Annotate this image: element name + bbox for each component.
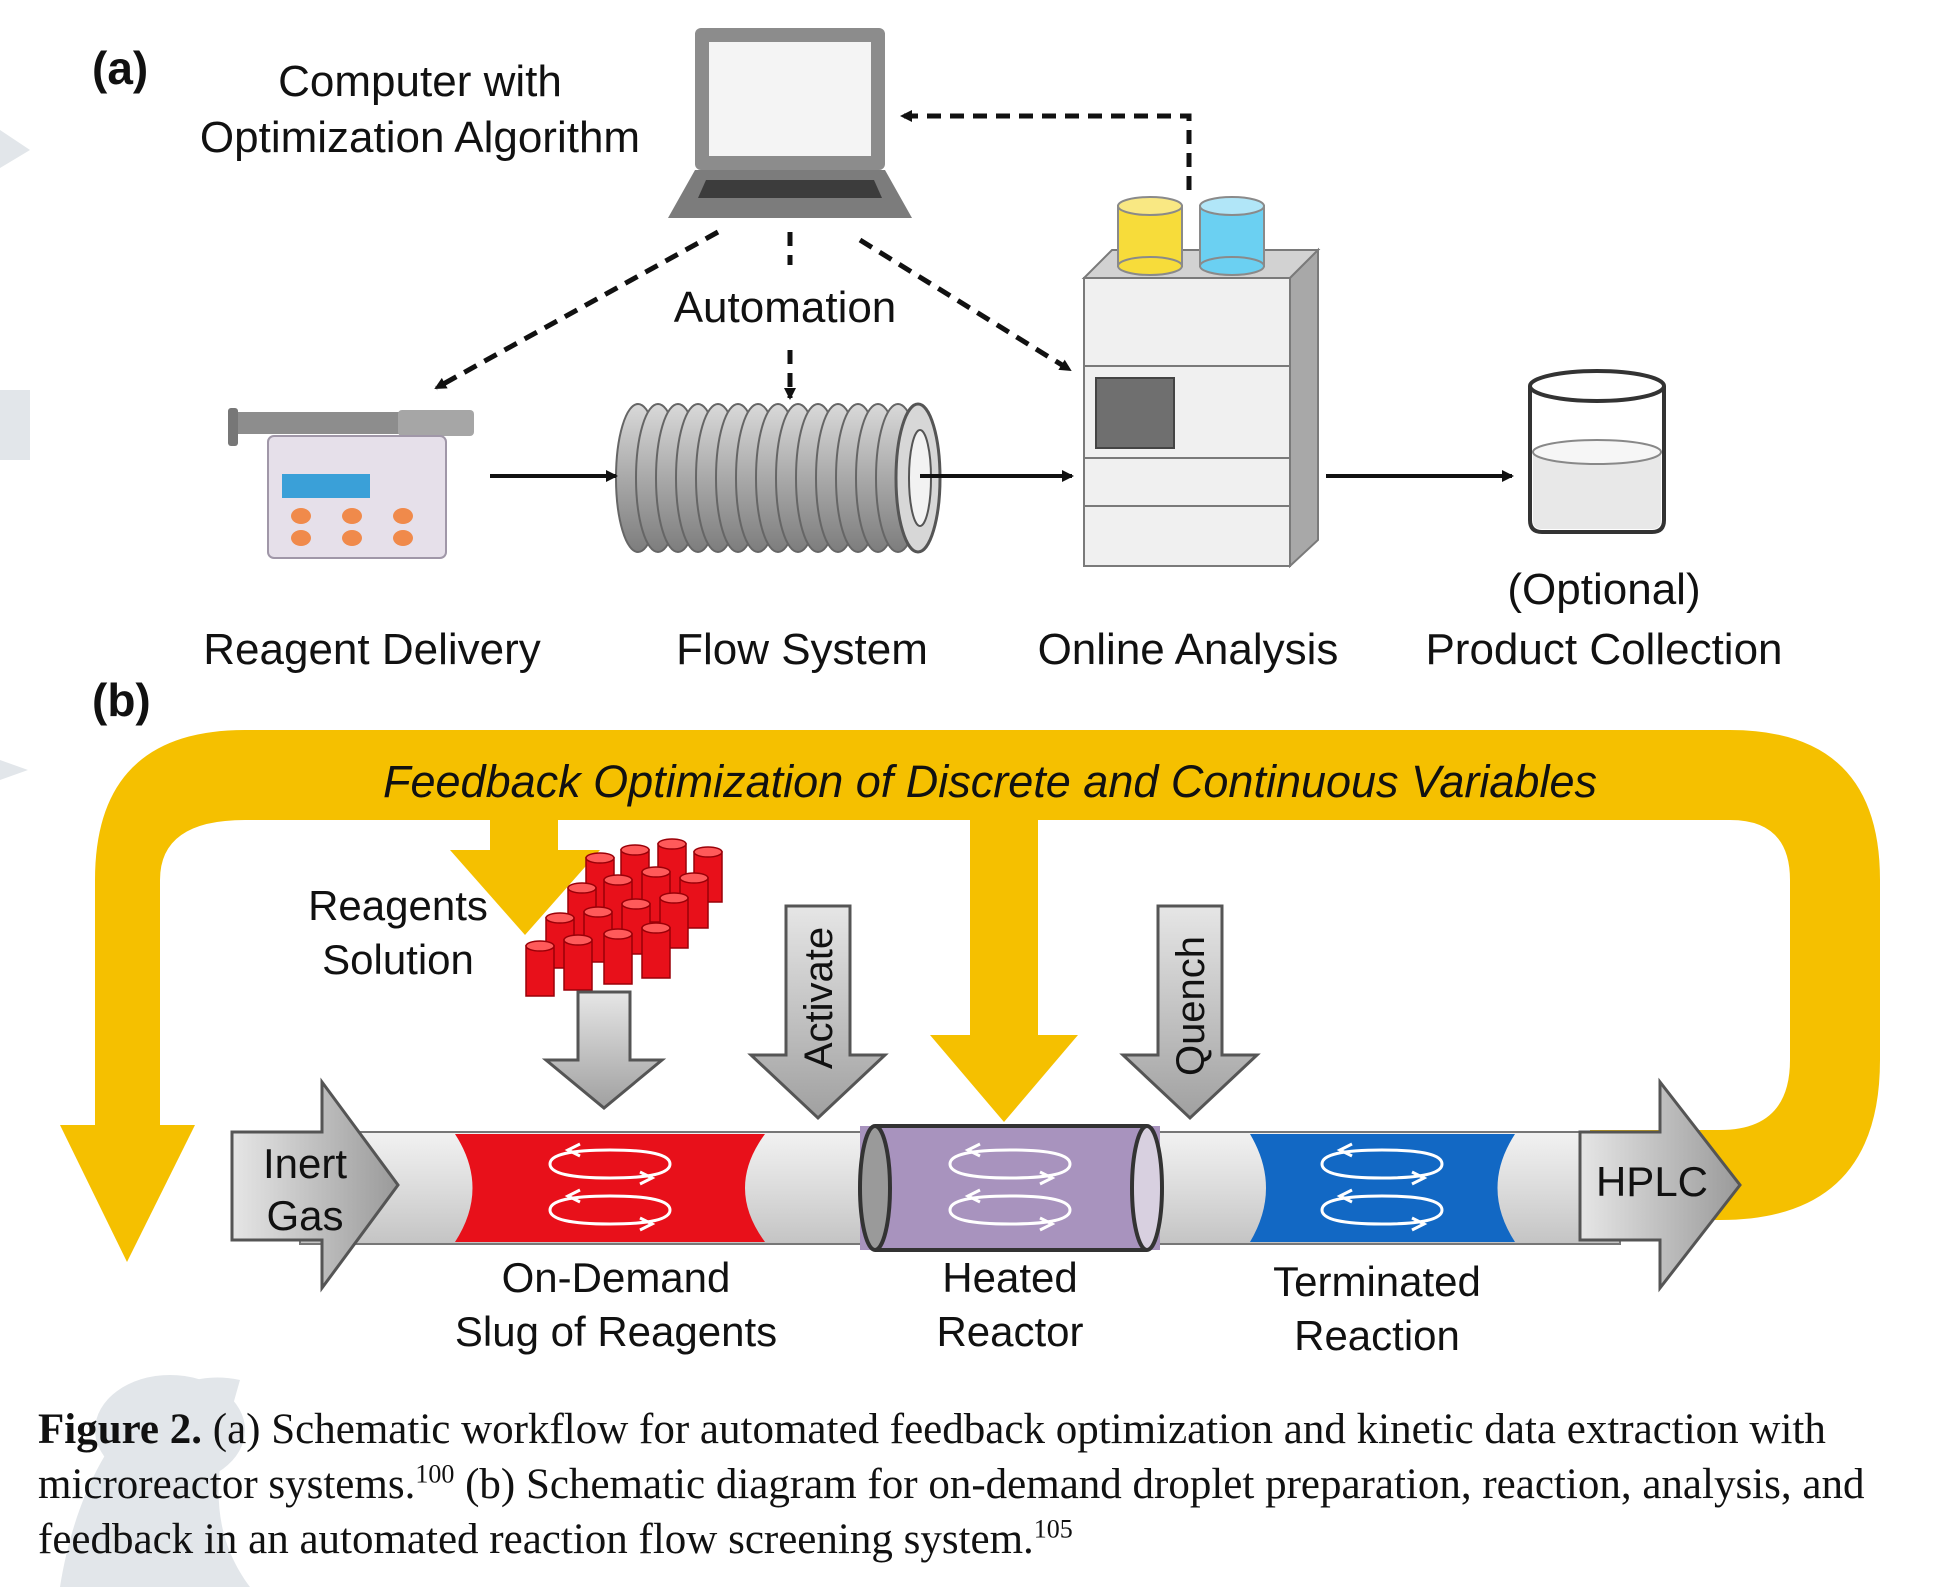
figure-caption: Figure 2. (a) Schematic workflow for aut… <box>38 1402 1928 1567</box>
quench-label: Quench <box>1169 936 1213 1076</box>
feedback-title: Feedback Optimization of Discrete and Co… <box>383 756 1597 807</box>
caption-ref-1: 100 <box>415 1459 455 1489</box>
terminated-slug <box>1250 1134 1515 1242</box>
inert-gas-arrow <box>230 1077 400 1293</box>
page-watermark <box>0 130 250 1587</box>
mixing-loop <box>548 1188 672 1232</box>
online-analyzer-icon <box>1081 196 1321 569</box>
reagent-vial <box>563 934 593 991</box>
syringe-pump-icon <box>228 408 474 559</box>
terminated-label-line2: Reaction <box>1294 1312 1460 1359</box>
caption-ref-2: 105 <box>1033 1514 1073 1544</box>
hplc-arrow <box>1578 1077 1742 1293</box>
mixing-flow-glyphs <box>548 1142 1444 1232</box>
reagents-label-line2: Solution <box>322 936 474 983</box>
collection-beaker-icon <box>1528 369 1666 534</box>
mixing-loop <box>1320 1188 1444 1232</box>
laptop-icon <box>668 28 912 218</box>
activate-arrow <box>747 904 889 1121</box>
collection-label-line2: Product Collection <box>1425 625 1782 674</box>
mixing-loop <box>948 1142 1072 1186</box>
caption-figure-label: Figure 2. <box>38 1406 203 1453</box>
slug-label-line2: Slug of Reagents <box>455 1308 777 1355</box>
flow-coil-icon <box>615 402 942 554</box>
mixing-loop <box>948 1188 1072 1232</box>
reagent-vials-icon <box>525 838 723 997</box>
caption-text-part2: (b) Schematic diagram for on-demand drop… <box>38 1461 1865 1563</box>
reagent-vial <box>525 940 555 997</box>
reagent-vial <box>603 928 633 985</box>
caption-text-part1: (a) Schematic workflow for automated fee… <box>38 1406 1826 1508</box>
computer-label-line1: Computer with <box>278 57 562 106</box>
hplc-label: HPLC <box>1596 1158 1708 1205</box>
heated-label-line1: Heated <box>942 1254 1077 1301</box>
step-label-flow-system: Flow System <box>676 625 928 674</box>
reagents-label-line1: Reagents <box>308 882 488 929</box>
inert-label-line1: Inert <box>263 1140 347 1187</box>
terminated-label-line1: Terminated <box>1273 1258 1481 1305</box>
panel-a-label: (a) <box>92 42 148 94</box>
automation-dashed-arrows <box>434 110 1192 400</box>
mixing-loop <box>548 1142 672 1186</box>
heated-reactor <box>858 1124 1164 1252</box>
inert-label-line2: Gas <box>266 1192 343 1239</box>
panel-b-label: (b) <box>92 674 151 726</box>
computer-label-line2: Optimization Algorithm <box>200 113 640 162</box>
quench-arrow <box>1119 904 1261 1121</box>
activate-label: Activate <box>797 927 841 1069</box>
collection-label-line1: (Optional) <box>1507 565 1700 614</box>
reagent-slug <box>455 1134 765 1242</box>
reagent-vial <box>641 922 671 979</box>
slug-label-line1: On-Demand <box>502 1254 731 1301</box>
heated-label-line2: Reactor <box>936 1308 1083 1355</box>
mixing-loop <box>1320 1142 1444 1186</box>
reagent-inflow-arrow <box>541 990 667 1110</box>
step-label-reagent-delivery: Reagent Delivery <box>203 625 541 674</box>
step-label-online-analysis: Online Analysis <box>1038 625 1339 674</box>
automation-label: Automation <box>674 283 897 332</box>
